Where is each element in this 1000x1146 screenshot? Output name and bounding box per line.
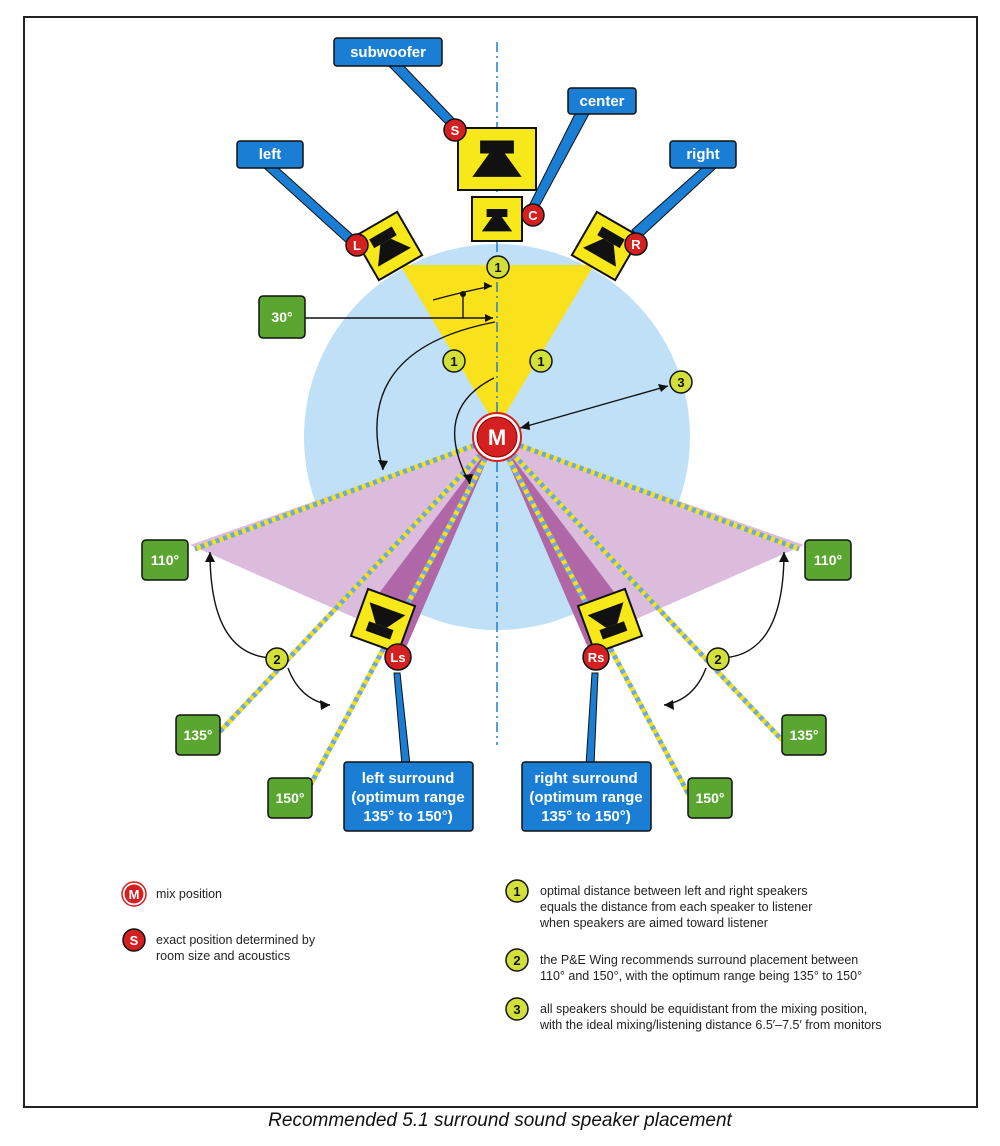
svg-text:with the ideal mixing/listenin: with the ideal mixing/listening distance…	[539, 1018, 882, 1032]
svg-text:all speakers should be equidis: all speakers should be equidistant from …	[540, 1002, 867, 1016]
svg-text:1: 1	[450, 354, 457, 369]
svg-text:optimal distance between left: optimal distance between left and right …	[540, 884, 808, 898]
left-surround-marker: Ls	[384, 643, 412, 671]
svg-text:the P&E Wing recommends surrou: the P&E Wing recommends surround placeme…	[540, 953, 858, 967]
legend-sub-item: S exact position determined by room size…	[122, 928, 316, 963]
angle-110-right-box: 110°	[804, 539, 852, 581]
svg-text:2: 2	[513, 953, 520, 968]
right-surround-label-line2: (optimum range	[529, 789, 642, 806]
subwoofer-callout: subwoofer	[333, 37, 443, 67]
figure-caption: Recommended 5.1 surround sound speaker p…	[268, 1110, 732, 1131]
mix-position-marker: M	[472, 412, 522, 462]
svg-text:S: S	[451, 123, 460, 138]
svg-text:3: 3	[513, 1002, 520, 1017]
svg-text:L: L	[353, 238, 361, 253]
left-surround-label-line2: (optimum range	[351, 789, 464, 806]
left-surround-label-line1: left surround	[362, 770, 455, 787]
diagram-frame	[23, 16, 978, 1108]
svg-text:M: M	[129, 887, 140, 902]
left-speaker	[352, 210, 424, 282]
svg-text:135°: 135°	[184, 727, 213, 743]
svg-text:2: 2	[714, 652, 721, 667]
legend-note-3: 3 all speakers should be equidistant fro…	[505, 997, 882, 1032]
center-speaker	[471, 196, 523, 242]
center-label: center	[579, 93, 624, 110]
legend-note-2: 2 the P&E Wing recommends surround place…	[505, 948, 862, 983]
angle-30-box: 30°	[258, 295, 306, 339]
angle-150-left-box: 150°	[267, 777, 313, 819]
right-surround-label-line3: 135° to 150°)	[541, 808, 631, 825]
svg-text:110°: 110°	[151, 552, 179, 568]
left-callout: left	[236, 140, 304, 169]
right-callout: right	[669, 140, 737, 169]
note-3-marker: 3	[669, 370, 693, 394]
legend-mix-item: M mix position	[121, 881, 222, 907]
left-surround-wide-wedge	[190, 437, 497, 620]
svg-text:mix position: mix position	[156, 887, 222, 901]
svg-text:equals the distance from each: equals the distance from each speaker to…	[540, 900, 812, 914]
angle-110-left-box: 110°	[141, 539, 189, 581]
legend-note-1: 1 optimal distance between left and righ…	[505, 879, 812, 930]
subwoofer-speaker	[457, 127, 537, 191]
svg-text:150°: 150°	[276, 790, 305, 806]
right-label: right	[686, 146, 719, 163]
left-surround-speaker	[349, 587, 417, 655]
center-marker: C	[521, 203, 545, 227]
svg-text:Rs: Rs	[588, 650, 605, 665]
note-1-marker-left: 1	[442, 349, 466, 373]
svg-text:1: 1	[513, 884, 520, 899]
angle-135-right-box: 135°	[781, 714, 827, 756]
note-1-marker-right: 1	[529, 349, 553, 373]
note-1-marker-top: 1	[486, 255, 510, 279]
svg-text:1: 1	[537, 354, 544, 369]
svg-text:135°: 135°	[790, 727, 819, 743]
left-surround-callout: left surround (optimum range 135° to 150…	[343, 761, 474, 832]
svg-text:C: C	[528, 208, 538, 223]
left-label: left	[259, 146, 282, 163]
svg-text:110°: 110°	[814, 552, 842, 568]
svg-text:room size and acoustics: room size and acoustics	[156, 949, 290, 963]
svg-text:2: 2	[273, 652, 280, 667]
svg-text:150°: 150°	[696, 790, 725, 806]
right-surround-speaker	[576, 587, 644, 655]
left-marker: L	[345, 233, 369, 257]
angle-150-right-box: 150°	[687, 777, 733, 819]
svg-text:M: M	[488, 425, 506, 450]
center-callout: center	[567, 87, 637, 115]
note-2-marker-left: 2	[265, 647, 289, 671]
subwoofer-marker: S	[443, 118, 467, 142]
legend: M mix position S exact position determin…	[121, 879, 882, 1032]
right-surround-marker: Rs	[582, 643, 610, 671]
subwoofer-label: subwoofer	[350, 44, 426, 61]
right-surround-callout: right surround (optimum range 135° to 15…	[521, 761, 652, 832]
right-speaker	[570, 210, 642, 282]
svg-text:R: R	[631, 237, 641, 252]
angle-arcs	[209, 285, 785, 706]
svg-text:exact position determined by: exact position determined by	[156, 933, 316, 947]
note-2-marker-right: 2	[706, 647, 730, 671]
svg-text:30°: 30°	[271, 309, 292, 325]
svg-text:110° and 150°, with the optimu: 110° and 150°, with the optimum range be…	[540, 969, 862, 983]
svg-text:S: S	[130, 933, 139, 948]
svg-text:when speakers are aimed toward: when speakers are aimed toward listener	[539, 916, 768, 930]
right-marker: R	[624, 232, 648, 256]
right-surround-wide-wedge	[497, 437, 804, 620]
svg-text:1: 1	[494, 260, 501, 275]
svg-text:Ls: Ls	[390, 650, 405, 665]
right-surround-label-line1: right surround	[534, 770, 637, 787]
left-surround-label-line3: 135° to 150°)	[363, 808, 453, 825]
angle-135-left-box: 135°	[175, 714, 221, 756]
svg-text:3: 3	[677, 375, 684, 390]
